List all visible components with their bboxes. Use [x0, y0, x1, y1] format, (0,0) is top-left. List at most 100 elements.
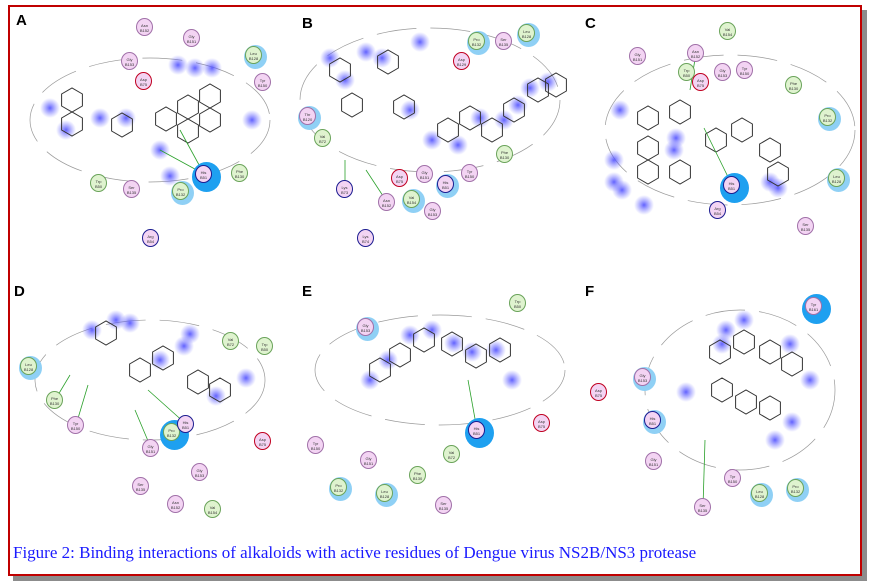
residue-name: Phe — [500, 150, 509, 155]
hydrogen-bond-line — [703, 127, 733, 186]
residue-number: B151 — [145, 449, 156, 454]
residue-name: Val — [319, 134, 326, 139]
panel-label-e: E — [302, 283, 313, 300]
solvent-exposure-blob — [320, 48, 340, 68]
molecule-ring — [199, 107, 221, 133]
hydrogen-bond-line — [702, 439, 706, 508]
residue-number: B128 — [521, 34, 532, 39]
molecule-ring — [209, 377, 231, 403]
residue-number: B72 — [226, 342, 235, 347]
residue-name: Tyr — [72, 421, 79, 426]
residue-number: B161 — [808, 307, 819, 312]
solvent-exposure-blob — [410, 32, 430, 52]
molecule-ring — [329, 57, 351, 83]
residue-number: B132 — [790, 489, 801, 494]
residue-number: B150 — [739, 71, 750, 76]
molecule-ring — [393, 94, 415, 120]
molecule-ring — [781, 351, 803, 377]
residue-number: B150 — [310, 446, 321, 451]
residue-name: Asp — [259, 437, 266, 442]
residue-name: Trp — [261, 342, 268, 347]
residue-number: B135 — [697, 508, 708, 513]
residue-number: B153 — [194, 473, 205, 478]
molecule-ring — [503, 97, 525, 123]
residue-number: B51 — [181, 425, 190, 430]
panel-label-d: D — [14, 283, 25, 300]
residue-name: Ser — [500, 37, 507, 42]
residue-number: B51 — [441, 185, 450, 190]
residue-name: Asn — [383, 198, 390, 203]
solvent-exposure-blob — [520, 78, 540, 98]
molecule-ring — [95, 320, 117, 346]
residue-number: B54 — [146, 239, 155, 244]
residue-number: B73 — [340, 190, 349, 195]
molecule-ring — [527, 77, 549, 103]
residue-number: B130 — [499, 155, 510, 160]
binding-pocket-contour — [644, 309, 836, 471]
molecule-ring — [441, 331, 463, 357]
residue-name: Gly — [196, 468, 203, 473]
residue-number: B135 — [135, 487, 146, 492]
solvent-exposure-blob — [664, 140, 684, 160]
residue-number: B154 — [207, 510, 218, 515]
figure-frame — [8, 5, 862, 576]
residue-name: Asn — [692, 49, 699, 54]
residue-number: B130 — [234, 174, 245, 179]
solvent-exposure-blob — [462, 342, 482, 362]
residue-name: Lys — [341, 185, 348, 190]
molecule-ring — [637, 135, 659, 161]
residue-name: Tyr — [466, 169, 473, 174]
figure-caption: Figure 2: Binding interactions of alkalo… — [13, 543, 697, 562]
residue-number: B132 — [166, 433, 177, 438]
residue-number: B135 — [800, 227, 811, 232]
residue-name: Arg — [147, 234, 154, 239]
residue-number: B132 — [822, 118, 833, 123]
panel-label-a: A — [16, 12, 27, 29]
residue-name: Ser — [699, 503, 706, 508]
residue-number: B132 — [333, 488, 344, 493]
residue-name: Leu — [381, 489, 388, 494]
residue-number: B153 — [637, 378, 648, 383]
residue-name: Tyr — [729, 474, 736, 479]
molecule-ring — [177, 118, 199, 144]
solvent-exposure-blob — [538, 72, 558, 92]
residue-number: B51 — [472, 431, 481, 436]
residue-name: Ser — [802, 222, 809, 227]
residue-name: Thr — [304, 112, 311, 117]
molecule-ring — [669, 99, 691, 125]
solvent-exposure-blob — [56, 120, 76, 140]
residue-number: B51 — [648, 421, 657, 426]
residue-number: B132 — [471, 42, 482, 47]
residue-number: B75 — [537, 424, 546, 429]
solvent-exposure-blob — [335, 70, 355, 90]
residue-number: B130 — [788, 86, 799, 91]
residue-name: Gly — [188, 34, 195, 39]
residue-number: B135 — [438, 506, 449, 511]
residue-number: B54 — [713, 211, 722, 216]
solvent-exposure-blob — [422, 130, 442, 150]
solvent-exposure-blob — [185, 58, 205, 78]
solvent-exposure-blob — [712, 334, 732, 354]
residue-number: B151 — [186, 39, 197, 44]
binding-pocket-contour — [314, 314, 566, 426]
